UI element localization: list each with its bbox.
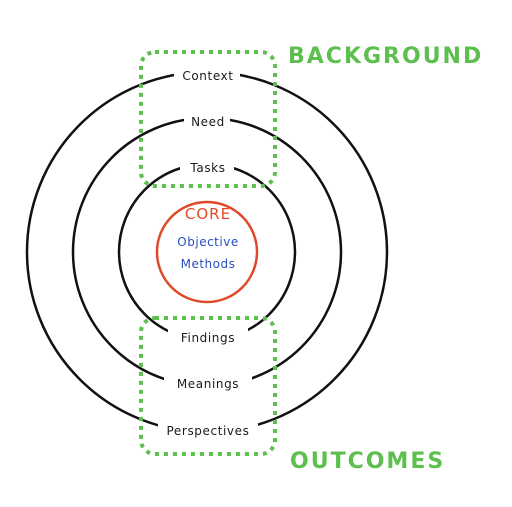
label-findings: Findings bbox=[181, 331, 235, 345]
core-title: CORE bbox=[185, 205, 231, 223]
label-bg-context bbox=[174, 65, 240, 85]
label-bg-meanings bbox=[164, 373, 252, 393]
background-title: BACKGROUND bbox=[288, 44, 483, 69]
label-tasks: Tasks bbox=[189, 161, 225, 175]
label-bg-tasks bbox=[180, 157, 234, 177]
outcomes-title: OUTCOMES bbox=[290, 449, 445, 474]
label-bg-findings bbox=[168, 327, 248, 347]
label-need: Need bbox=[191, 115, 225, 129]
core-methods: Methods bbox=[181, 257, 236, 271]
background-group-box bbox=[139, 50, 277, 188]
core-objective: Objective bbox=[177, 235, 238, 249]
outcomes-group-box bbox=[139, 316, 277, 456]
label-context: Context bbox=[182, 69, 233, 83]
label-meanings: Meanings bbox=[177, 377, 239, 391]
label-bg-need bbox=[184, 111, 230, 131]
label-perspectives: Perspectives bbox=[167, 424, 250, 438]
inner-ring bbox=[117, 162, 297, 342]
label-bg-perspectives bbox=[158, 420, 258, 440]
core-ring bbox=[155, 200, 259, 304]
